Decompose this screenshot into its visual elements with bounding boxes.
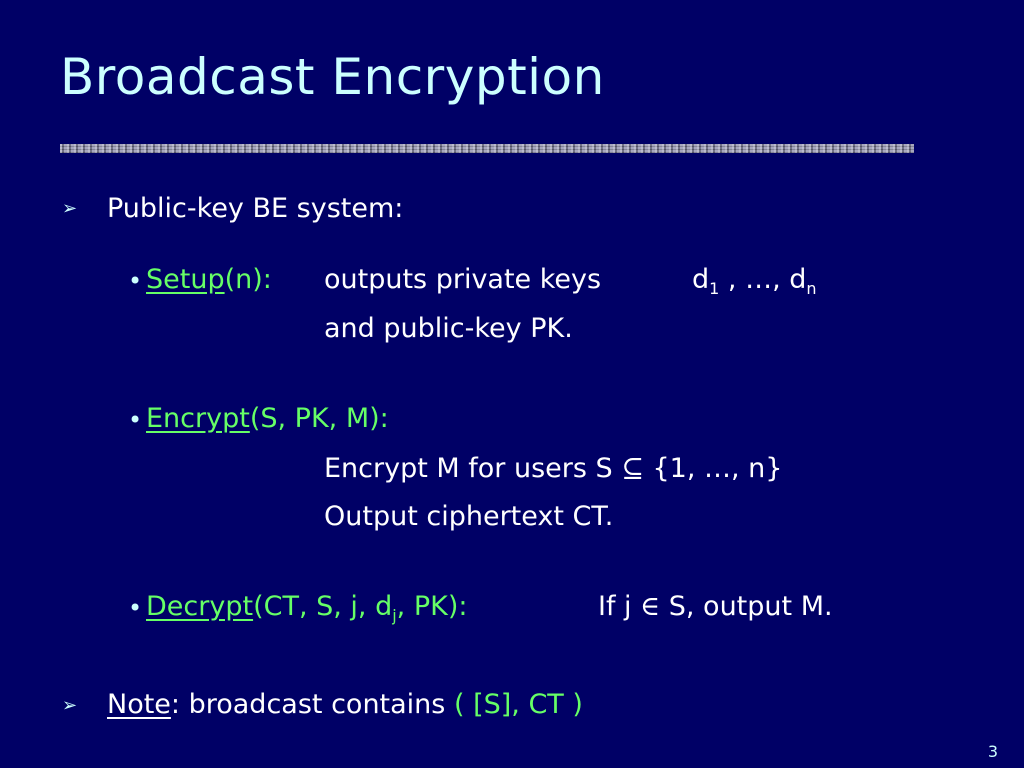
element-of-symbol: ∈ xyxy=(640,591,661,622)
setup-dn: d xyxy=(789,264,807,295)
setup-desc2: and public-key PK. xyxy=(324,313,573,344)
setup-line: Setup(n): xyxy=(146,266,272,293)
encrypt-line1-a: Encrypt M for users S xyxy=(324,453,613,484)
decrypt-line: Decrypt(CT, S, j, dj, PK): xyxy=(146,593,467,624)
encrypt-bullet: • xyxy=(128,406,143,434)
decrypt-bullet: • xyxy=(128,594,143,622)
note-line: Note: broadcast contains ( [S], CT ) xyxy=(107,691,583,718)
setup-desc1: outputs private keys xyxy=(324,264,602,295)
title-divider xyxy=(60,144,914,153)
arrow-bullet-icon: ➢ xyxy=(62,695,78,716)
note-text: : broadcast contains xyxy=(170,689,446,720)
setup-bullet: • xyxy=(128,267,143,295)
setup-name: Setup xyxy=(146,264,225,295)
decrypt-name: Decrypt xyxy=(146,591,254,622)
setup-d1-sub: 1 xyxy=(709,279,720,298)
setup-description: outputs private keys xyxy=(324,266,601,293)
subset-symbol: ⊆ xyxy=(621,453,644,484)
encrypt-desc2: Output ciphertext CT. xyxy=(324,501,614,532)
decrypt-condition: If j ∈ S, output M. xyxy=(598,593,833,620)
setup-args: (n): xyxy=(224,264,272,295)
note-label: Note xyxy=(107,689,171,720)
slide-title: Broadcast Encryption xyxy=(60,48,605,106)
arrow-bullet-icon: ➢ xyxy=(62,198,78,219)
encrypt-name: Encrypt xyxy=(146,403,250,434)
decrypt-args-b: , PK): xyxy=(396,591,468,622)
setup-dn-sub: n xyxy=(806,279,817,298)
encrypt-line: Encrypt(S, PK, M): xyxy=(146,405,389,432)
setup-keys: d1 , …, dn xyxy=(692,266,817,297)
decrypt-args-sub: j xyxy=(392,606,397,625)
encrypt-args: (S, PK, M): xyxy=(249,403,389,434)
bullet-public-key-be: Public-key BE system: xyxy=(107,193,404,224)
encrypt-desc1: Encrypt M for users S ⊆ {1, …, n} xyxy=(324,455,782,482)
page-number: 3 xyxy=(987,742,998,761)
setup-d1: d xyxy=(692,264,710,295)
decrypt-args-a: (CT, S, j, d xyxy=(253,591,393,622)
setup-ellipsis: , …, xyxy=(727,264,781,295)
encrypt-line1-b: {1, …, n} xyxy=(652,453,783,484)
decrypt-cond-a: If j xyxy=(598,591,632,622)
note-tuple: ( [S], CT ) xyxy=(453,689,583,720)
decrypt-cond-b: S, output M. xyxy=(668,591,833,622)
